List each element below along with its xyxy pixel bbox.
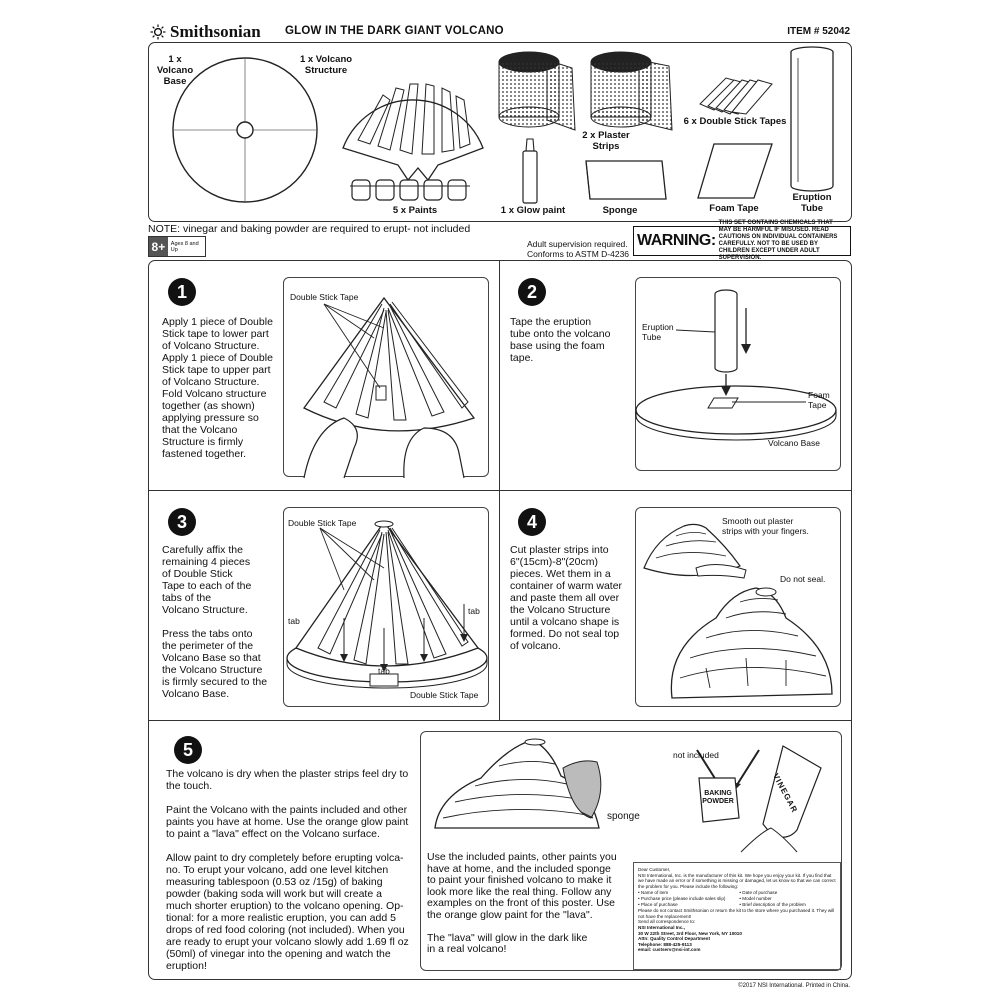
step-5-illustration-panel: sponge not included BAKING POWDER VINEGA… xyxy=(420,731,842,971)
step-1-number: 1 xyxy=(168,278,196,306)
part-label-glow-paint: 1 x Glow paint xyxy=(500,205,566,216)
copyright: ©2017 NSI International. Printed in Chin… xyxy=(738,983,850,989)
step-2-label-eruption-tube: Eruption Tube xyxy=(642,322,674,342)
step-2-label-foam-tape: Foam Tape xyxy=(808,390,830,410)
letter-phone: Telephone: 888-425-9113 xyxy=(638,941,692,947)
letter-company: NSI International Inc., xyxy=(638,924,685,930)
letter-item: • Place of purchase xyxy=(638,901,678,907)
step-1-text: Apply 1 piece of Double Stick tape to lo… xyxy=(162,316,273,460)
part-label-volcano-structure: 1 x Volcano Structure xyxy=(299,54,353,76)
requirements-note: NOTE: vinegar and baking powder are requ… xyxy=(148,223,471,235)
step-4-label-smooth-out: Smooth out plaster strips with your fing… xyxy=(722,516,809,536)
item-number: ITEM # 52042 xyxy=(787,26,850,37)
plaster-volcano-icon xyxy=(643,523,833,699)
step-1-label-double-stick-tape: Double Stick Tape xyxy=(290,292,359,302)
letter-item: • Model number xyxy=(739,895,772,901)
step-3-label-tab-left: tab xyxy=(288,616,300,626)
painting-volcano-sponge-icon xyxy=(434,738,822,853)
letter-attn: Attn: Quality Control Department xyxy=(638,936,710,942)
brand-name: Smithsonian xyxy=(170,22,261,41)
step-5-number: 5 xyxy=(174,736,202,764)
eruption-tube-icon xyxy=(790,46,834,192)
cone-on-base-tabs-icon xyxy=(286,520,488,689)
part-label-double-stick-tapes: 6 x Double Stick Tapes xyxy=(683,116,787,127)
step-2-illustration: Eruption Tube Foam Tape Volcano Base xyxy=(635,277,841,471)
letter-email: email: custserv@nsi-int.com xyxy=(638,947,701,953)
step-4-label-do-not-seal: Do not seal. xyxy=(780,574,826,584)
tube-on-base-icon xyxy=(635,289,837,441)
letter-item: • Name of item xyxy=(638,890,669,896)
age-badge: 8+ Ages 8 and Up xyxy=(148,236,206,257)
smithsonian-sun-icon xyxy=(150,24,166,40)
parts-list-panel xyxy=(148,42,852,222)
step-4-illustration: Smooth out plaster strips with your fing… xyxy=(635,507,841,707)
letter-item: • Brief description of the problem xyxy=(739,901,806,907)
plaster-rolls-icon xyxy=(498,51,673,131)
step-5-text: The volcano is dry when the plaster stri… xyxy=(166,768,409,972)
step-5-label-sponge: sponge xyxy=(607,811,640,822)
paint-pots-icon xyxy=(350,179,470,201)
letter-address: 30 W 22th Street, 3rd Floor, New York, N… xyxy=(638,930,742,936)
step-5-label-not-included: not included xyxy=(673,750,719,760)
column-divider xyxy=(499,260,501,720)
part-label-paints: 5 x Paints xyxy=(392,205,438,216)
part-label-eruption-tube: Eruption Tube xyxy=(792,192,832,214)
product-title: GLOW IN THE DARK GIANT VOLCANO xyxy=(285,25,504,37)
part-label-plaster-strips: 2 x Plaster Strips xyxy=(582,130,630,152)
warning-text: THIS SET CONTAINS CHEMICALS THAT MAY BE … xyxy=(718,220,838,261)
letter-item: • Date of purchase xyxy=(739,890,778,896)
step-5-painting-text: Use the included paints, other paints yo… xyxy=(427,851,617,955)
row-divider xyxy=(148,720,852,722)
step-3-number: 3 xyxy=(168,508,196,536)
step-3-label-double-stick-tape-bottom: Double Stick Tape xyxy=(410,690,479,700)
folding-cone-hands-icon xyxy=(303,296,476,479)
letter-send-to: Send all correspondence to: xyxy=(638,919,696,925)
step-5-label-baking-powder: BAKING POWDER xyxy=(702,790,734,805)
tape-sheets-icon xyxy=(699,77,773,115)
supervision-note: Adult supervision required. Conforms to … xyxy=(527,239,630,259)
brand: Smithsonian xyxy=(150,22,261,42)
step-4-text: Cut plaster strips into 6"(15cm)-8"(20cm… xyxy=(510,544,623,652)
part-label-sponge: Sponge xyxy=(602,205,638,216)
step-3-label-double-stick-tape-top: Double Stick Tape xyxy=(288,518,357,528)
sponge-icon xyxy=(585,160,667,200)
warning-word: WARNING: xyxy=(637,232,716,249)
warning-label: WARNING: THIS SET CONTAINS CHEMICALS THA… xyxy=(633,220,851,261)
part-label-foam-tape: Foam Tape xyxy=(709,203,759,214)
step-4-number: 4 xyxy=(518,508,546,536)
step-2-label-volcano-base: Volcano Base xyxy=(768,438,820,448)
step-2-text: Tape the eruption tube onto the volcano … xyxy=(510,316,611,364)
part-label-volcano-base: 1 x Volcano Base xyxy=(156,54,194,87)
step-3-illustration: Double Stick Tape tab tab tab Double Sti… xyxy=(283,507,489,707)
step-3-label-tab-bottom: tab xyxy=(378,666,390,676)
step-3-label-tab-right: tab xyxy=(468,606,480,616)
age-text: Ages 8 and Up xyxy=(170,240,199,253)
glow-paint-tube-icon xyxy=(522,138,538,204)
step-3-text: Carefully affix the remaining 4 pieces o… xyxy=(162,544,268,700)
letter-item: • Purchase price (please include sales s… xyxy=(638,895,726,901)
foam-tape-icon xyxy=(697,143,773,199)
volcano-base-disc-icon xyxy=(172,57,318,203)
letter-greeting: Dear Customer, xyxy=(638,867,671,872)
customer-service-letter: Dear Customer, NSI International, Inc. i… xyxy=(633,862,841,970)
volcano-structure-fan-icon xyxy=(342,83,484,182)
age-number: 8+ xyxy=(149,237,168,256)
step-2-number: 2 xyxy=(518,278,546,306)
letter-body: NSI International, Inc. is the manufactu… xyxy=(638,872,836,889)
letter-return-note: Please do not contact Smithsonian or ret… xyxy=(638,908,835,919)
step-1-illustration: Double Stick Tape xyxy=(283,277,489,479)
